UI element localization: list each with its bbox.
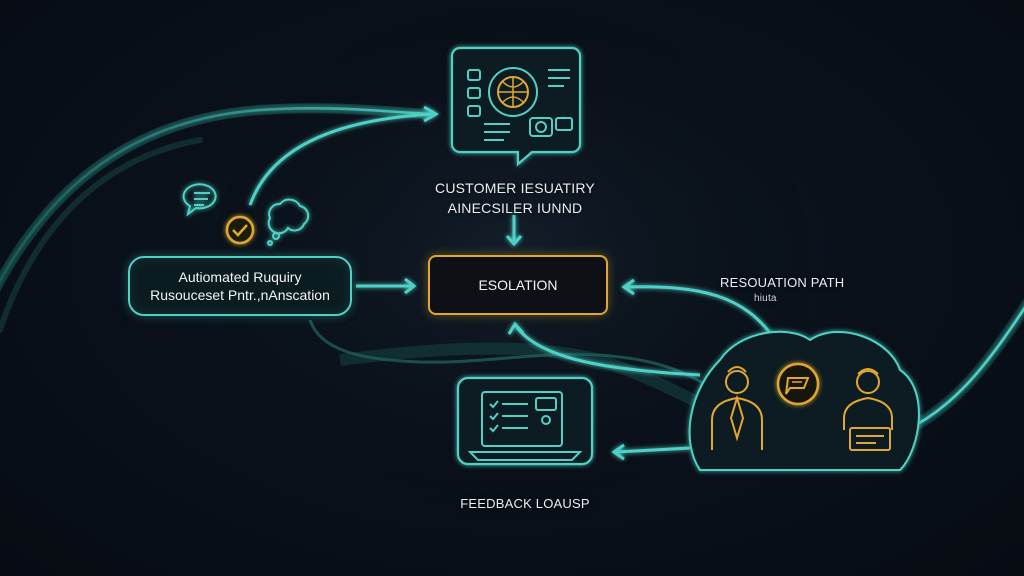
customer-inquiry-label: CUSTOMER IESUATIRY AINECSILER IUNND xyxy=(400,178,630,218)
dashboard-globe-icon xyxy=(450,46,582,167)
arrow-to-customer-inquiry xyxy=(248,105,439,206)
arrow-resolution-to-feedback xyxy=(611,443,691,461)
automated-inquiry-node: Autiomated Ruquiry Rusouceset Pntr.,nAns… xyxy=(128,256,352,316)
automated-inquiry-line1: Autiomated Ruquiry xyxy=(178,269,302,285)
escalation-label: ESOLATION xyxy=(478,277,558,293)
customer-inquiry-line2: AINECSILER IUNND xyxy=(447,200,583,216)
laptop-checklist-icon xyxy=(456,376,594,466)
chat-bubble-icon xyxy=(182,183,217,217)
ribbon-left xyxy=(0,103,435,333)
chat-bubble-gold-icon xyxy=(776,362,820,406)
arrow-automated-to-escalation xyxy=(356,277,417,295)
agent-person-icon xyxy=(711,366,763,450)
arrow-inquiry-to-escalation xyxy=(505,215,523,247)
thought-bubble-icon xyxy=(267,198,310,246)
customer-inquiry-line1: CUSTOMER IESUATIRY xyxy=(435,180,595,196)
feedback-loop-text: FEEDBACK LOAUSP xyxy=(460,496,590,511)
arrow-loop-to-escalation xyxy=(507,321,701,377)
arrow-resolution-to-escalation xyxy=(621,278,777,341)
feedback-loop-label: FEEDBACK LOAUSP xyxy=(430,496,620,511)
automated-inquiry-line2: Rusouceset Pntr.,nAnscation xyxy=(150,287,330,303)
escalation-node: ESOLATION xyxy=(428,255,608,315)
resolution-path-title: RESOUATION PATH xyxy=(720,275,845,290)
resolution-path-sub: hiuta xyxy=(754,293,777,304)
resolution-path-label: RESOUATION PATH hiuta xyxy=(720,274,880,306)
checkmark-icon xyxy=(225,215,255,245)
agent-person-desk-icon xyxy=(843,368,893,451)
